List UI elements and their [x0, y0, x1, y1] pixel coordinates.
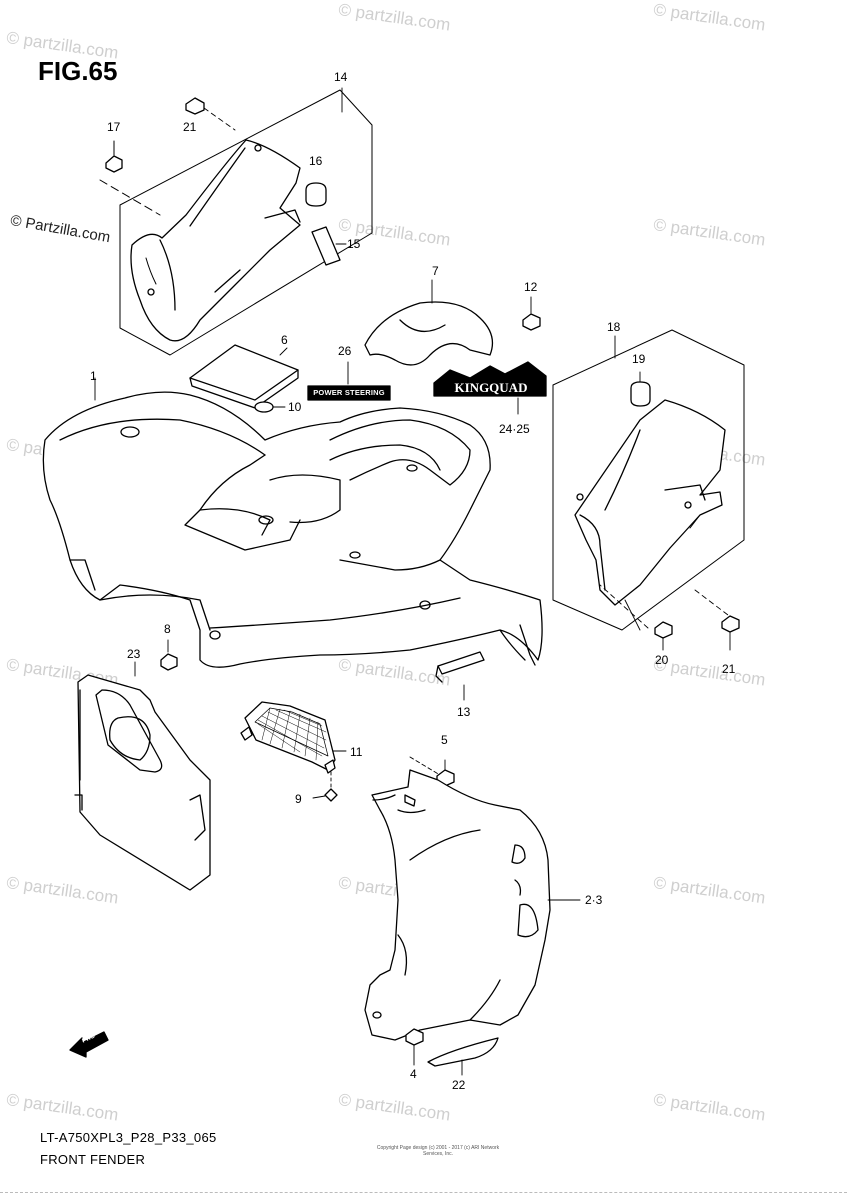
callout-22: 22	[452, 1078, 466, 1092]
part-2-3-inner-fender	[364, 769, 581, 1041]
callout-16: 16	[309, 154, 323, 168]
part-10-nut	[254, 401, 286, 413]
part-17-screw	[105, 140, 123, 173]
callout-18: 18	[607, 320, 621, 334]
group-box-18	[552, 329, 745, 631]
part-21-screw-right	[721, 615, 740, 651]
callout-10: 10	[288, 400, 302, 414]
part-18-right-shroud	[574, 399, 729, 631]
callout-19: 19	[632, 352, 646, 366]
part-19-grommet	[630, 371, 651, 407]
callout-11: 11	[350, 745, 363, 759]
callout-24-25: 24·25	[499, 422, 530, 436]
callout-20: 20	[655, 653, 669, 667]
footer-diagram-name: FRONT FENDER	[40, 1152, 146, 1167]
part-7-front-cover	[364, 279, 494, 366]
callout-6: 6	[281, 333, 288, 347]
callout-2-3: 2·3	[585, 893, 603, 907]
part-24-25-kingquad-decal	[433, 361, 547, 415]
part-13-strip	[435, 651, 485, 701]
callout-8: 8	[164, 622, 171, 636]
part-21-screw-top	[185, 97, 236, 131]
part-1-front-fender	[42, 377, 543, 668]
callout-12: 12	[524, 280, 538, 294]
callout-15: 15	[347, 237, 361, 251]
part-6-cover	[189, 344, 299, 409]
part-12-screw	[522, 296, 541, 331]
part-4-screw	[405, 1028, 424, 1066]
callout-13: 13	[457, 705, 471, 719]
part-9-screw	[312, 771, 338, 802]
callout-7: 7	[432, 264, 439, 278]
figure-title: FIG.65	[38, 56, 118, 86]
part-26-power-steering-decal	[307, 361, 391, 401]
callout-17: 17	[107, 120, 121, 134]
power-steering-decal-text: POWER STEERING	[313, 388, 385, 397]
group-box-14	[119, 87, 373, 356]
callout-4: 4	[410, 1067, 417, 1081]
footer-diagram-code: LT-A750XPL3_P28_P33_065	[40, 1130, 217, 1145]
callout-26: 26	[338, 344, 352, 358]
part-14-left-shroud	[99, 139, 301, 342]
fwd-arrow-icon	[69, 1031, 109, 1058]
part-15-strip	[311, 226, 347, 266]
callout-1: 1	[90, 369, 97, 383]
part-16-grommet	[305, 182, 327, 207]
callout-14: 14	[334, 70, 348, 84]
kingquad-decal-text: KINGQUAD	[454, 380, 528, 395]
callout-5: 5	[441, 733, 448, 747]
page-divider	[0, 1192, 847, 1193]
part-8-screw	[160, 639, 178, 671]
callout-21-top: 21	[183, 120, 197, 134]
part-22-strip	[427, 1037, 499, 1076]
part-23-panel	[74, 661, 211, 891]
part-20-screw	[654, 621, 673, 651]
part-11-grille	[240, 701, 347, 774]
callout-9: 9	[295, 792, 302, 806]
callout-21-right: 21	[722, 662, 736, 676]
small-print: Copyright Page design (c) 2001 - 2017 (c…	[376, 1145, 500, 1157]
callout-23: 23	[127, 647, 141, 661]
